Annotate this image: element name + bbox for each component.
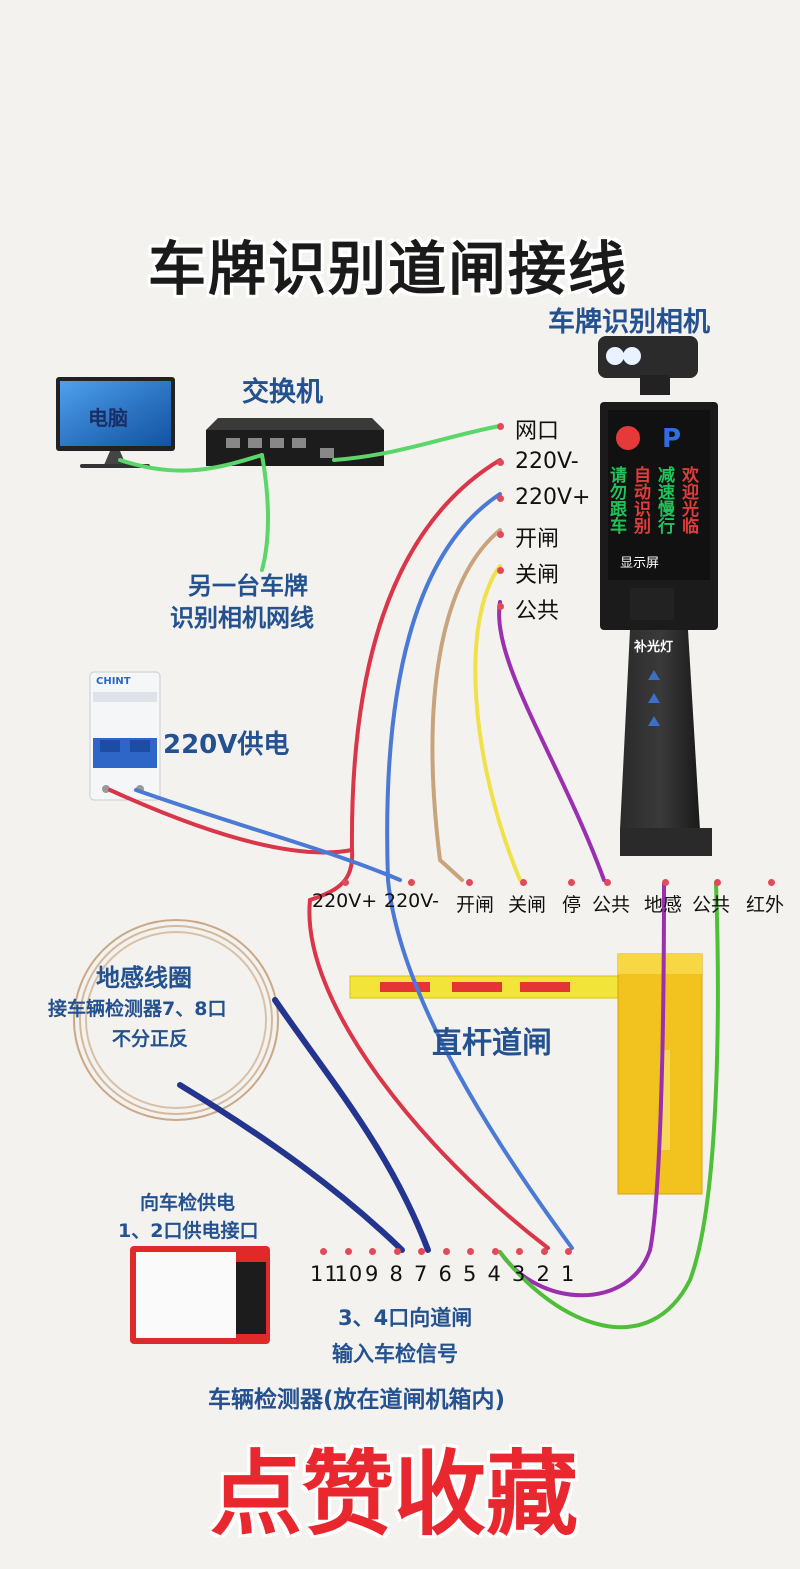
page-title: 车牌识别道闸接线 [148, 235, 629, 303]
computer-monitor [56, 377, 175, 468]
barrier-terminal-label: 停 [562, 894, 582, 916]
power-label: 220V供电 [163, 730, 290, 760]
camera-terminal-label: 220V- [515, 449, 579, 474]
camera-terminal-label: 开闸 [515, 527, 560, 552]
detector-pin-number: 3 [512, 1262, 527, 1286]
detector-caption: 车辆检测器(放在道闸机箱内) [208, 1387, 506, 1413]
detector-pin-number: 2 [536, 1262, 551, 1286]
wires [108, 424, 720, 1330]
detector-pin-dot [320, 1248, 327, 1255]
barrier-terminal-pin [714, 879, 721, 886]
detector-pin-dot [369, 1248, 376, 1255]
detector-pin-number: 10 [334, 1262, 364, 1286]
like-save-cta: 点赞收藏 [210, 1441, 579, 1548]
led-line-4: 请勿跟车 [606, 466, 626, 534]
detector-pin-number: 11 [310, 1262, 339, 1286]
barrier-gate [349, 953, 703, 1195]
barrier-terminal-label: 公共 [692, 894, 731, 916]
signal-label-2: 输入车检信号 [332, 1342, 458, 1366]
circuit-breaker [89, 671, 161, 801]
detector-pin-number: 1 [561, 1262, 576, 1286]
vehicle-detector [130, 1246, 270, 1344]
barrier-terminal-pin [466, 879, 473, 886]
detector-pin-number: 4 [487, 1262, 502, 1286]
barrier-terminal-label: 开闸 [456, 894, 495, 916]
barrier-terminal-label: 220V+ [312, 890, 378, 912]
detector-pin-dot [516, 1248, 523, 1255]
barrier-terminal-label: 220V- [384, 890, 440, 912]
camera-terminal-label: 公共 [515, 599, 560, 624]
loop-label-1: 地感线圈 [96, 964, 192, 992]
detector-pin-number: 8 [389, 1262, 404, 1286]
detector-pin-number: 5 [463, 1262, 478, 1286]
detector-pin-dot [467, 1248, 474, 1255]
detector-pin-dot [565, 1248, 572, 1255]
barrier-terminal-label: 地感 [644, 894, 683, 916]
camera-terminal-pin [497, 567, 504, 574]
detector-pin-dot [442, 1248, 450, 1255]
camera-label: 车牌识别相机 [548, 307, 710, 338]
barrier-terminal-pin [342, 879, 349, 886]
detector-pin-dot [344, 1248, 352, 1255]
camera-terminal-pin [497, 603, 504, 610]
led-line-1: 欢迎光临 [678, 466, 698, 534]
camera-terminal-label: 网口 [515, 419, 560, 444]
led-line-3: 自动识别 [630, 466, 650, 534]
plate-recognition-camera [598, 336, 718, 856]
detector-power-label-1: 向车检供电 [140, 1192, 236, 1214]
loop-label-2: 接车辆检测器7、8口 [48, 998, 227, 1020]
barrier-terminal-label: 红外 [746, 894, 785, 916]
camera-terminal-label: 220V+ [515, 485, 591, 510]
camera-terminal-pin [497, 531, 504, 538]
barrier-label: 直杆道闸 [432, 1026, 552, 1061]
barrier-terminal-pin [662, 879, 669, 886]
barrier-terminal-pin [568, 879, 575, 886]
barrier-terminal-pin [520, 879, 527, 886]
other-camera-line2: 识别相机网线 [170, 604, 314, 632]
detector-pin-number: 7 [414, 1262, 429, 1286]
barrier-terminal-label: 公共 [592, 894, 631, 916]
led-line-2: 减速慢行 [654, 466, 674, 534]
barrier-terminal-pin [768, 879, 775, 886]
breaker-brand: CHINT [96, 676, 131, 687]
camera-terminal-pin [497, 495, 504, 502]
computer-label: 电脑 [88, 406, 128, 430]
camera-terminal-label: 关闸 [515, 563, 560, 588]
ground-loop-coil [73, 919, 279, 1121]
loop-label-3: 不分正反 [112, 1028, 189, 1050]
barrier-terminal-label: 关闸 [508, 894, 547, 916]
camera-terminal-pin [497, 423, 504, 430]
detector-pin-dot [540, 1248, 548, 1255]
detector-pin-number: 6 [438, 1262, 453, 1286]
detector-pin-dot [393, 1248, 401, 1255]
barrier-terminal-pin [604, 879, 611, 886]
fill-light-label: 补光灯 [634, 640, 674, 655]
network-switch [206, 418, 384, 466]
other-camera-line1: 另一台车牌 [188, 572, 308, 600]
detector-pin-dot [491, 1248, 499, 1255]
detector-pin-dot [418, 1248, 425, 1255]
detector-pin-number: 9 [365, 1262, 380, 1286]
barrier-terminal-pin [408, 879, 415, 886]
camera-terminal-pin [497, 459, 504, 466]
display-label: 显示屏 [620, 556, 660, 571]
signal-label-1: 3、4口向道闸 [338, 1306, 473, 1330]
detector-power-label-2: 1、2口供电接口 [118, 1220, 259, 1242]
switch-label: 交换机 [242, 377, 323, 408]
parking-sign: P [662, 424, 682, 454]
